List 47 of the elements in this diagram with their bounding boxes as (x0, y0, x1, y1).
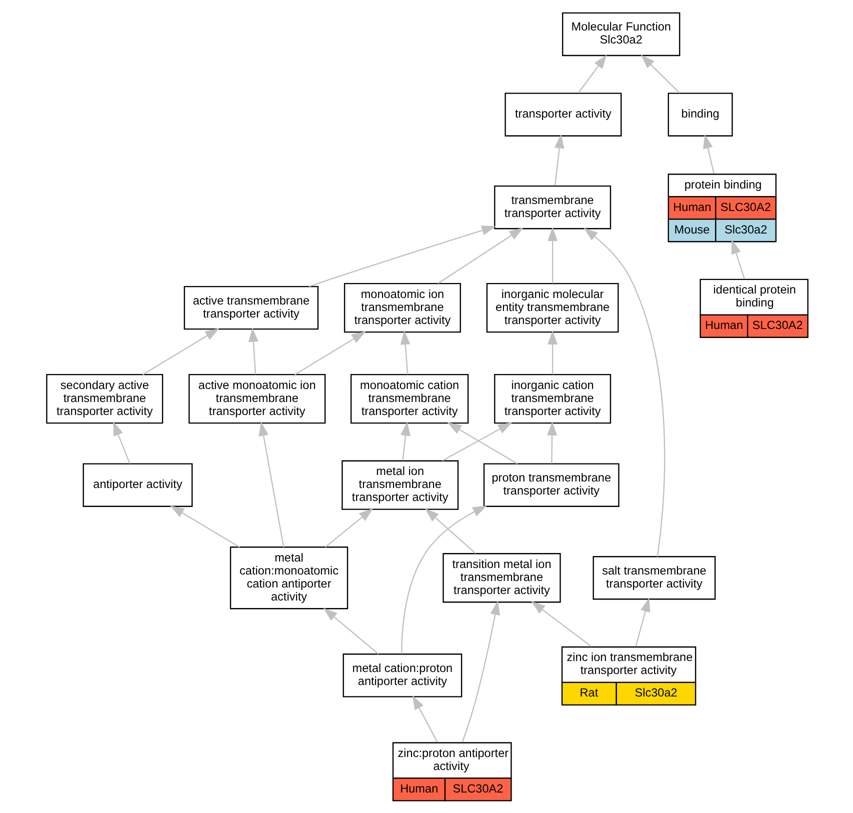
arrow (142, 328, 219, 376)
arrow (530, 601, 592, 647)
arrow (322, 608, 378, 654)
arrow (324, 508, 373, 548)
node-box: active monoatomic ion transmembrane transporter activity (188, 374, 326, 424)
node-box: inorganic cation transmembrane transporter activity (494, 374, 611, 424)
arrow (400, 330, 410, 374)
arrow (583, 228, 665, 557)
node-box: metal cation:monoatomic cation antiporter activity (229, 546, 348, 610)
node-box: transmembrane transporter activity (494, 186, 611, 230)
arrow (640, 54, 680, 94)
arrow (730, 240, 744, 279)
arrow (112, 421, 130, 464)
node-box: transition metal ion transmembrane transporter activity (442, 553, 560, 603)
arrow (424, 508, 476, 554)
node-box: inorganic molecular entity transmembrane transporter activity (486, 283, 618, 333)
arrow (400, 506, 487, 654)
arrow (547, 330, 558, 374)
arrow (412, 695, 438, 742)
node-box: active transmembrane transporter activity (183, 286, 318, 330)
arrow (546, 421, 557, 464)
arrow (170, 506, 240, 548)
arrow (461, 600, 500, 742)
node-box: monoatomic ion transmembrane transporter activity (343, 283, 460, 333)
arrow (248, 328, 258, 374)
node-box: Molecular Function Slc30a2 (562, 12, 680, 56)
arrow (446, 422, 518, 464)
arrow (400, 421, 410, 461)
node-box: proton transmembrane transporter activity (482, 463, 619, 507)
node-box: antiporter activity (82, 463, 192, 507)
arrow (634, 598, 650, 646)
node-box: transporter activity (504, 92, 622, 136)
arrow (554, 134, 564, 186)
node-box: metal cation:proton antiporter activity (342, 654, 462, 698)
arrow (547, 226, 558, 284)
node-box: metal ion transmembrane transporter activity (341, 460, 458, 510)
arrow (308, 226, 496, 287)
arrow (437, 228, 523, 284)
arrow (577, 54, 606, 94)
node-box: binding (667, 92, 732, 136)
node-box: salt transmembrane transporter activity (592, 556, 716, 600)
node-box: monoatomic cation transmembrane transporter activity (350, 374, 468, 424)
arrow (702, 134, 714, 174)
arrow (441, 422, 512, 462)
arrow (294, 331, 366, 376)
node-box: secondary active transmembrane transporter activity (46, 374, 163, 424)
arrow (258, 422, 284, 548)
